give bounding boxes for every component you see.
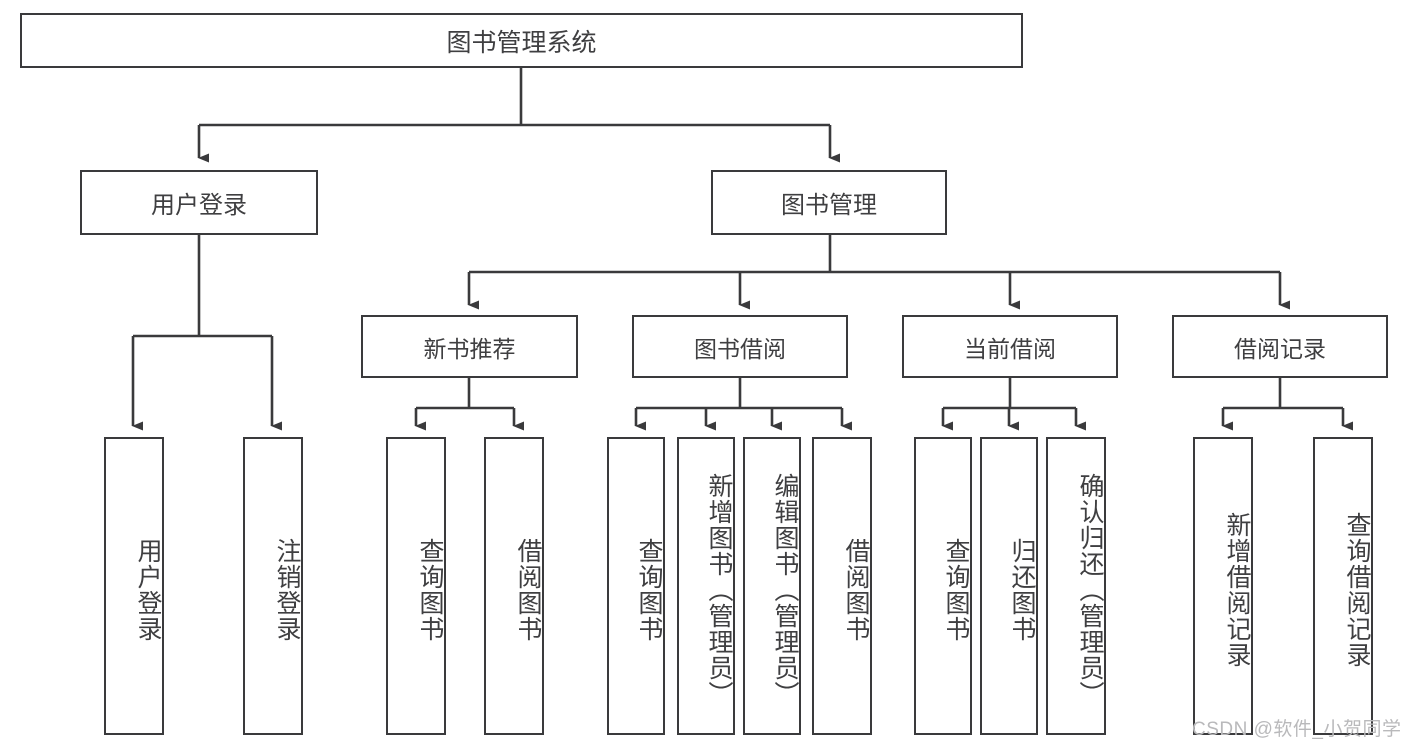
node-new-book-recommend[interactable]: 新书推荐: [361, 315, 578, 378]
node-leaf-edit-book[interactable]: 编辑图书（管理员）: [743, 437, 801, 735]
node-current-borrow[interactable]: 当前借阅: [902, 315, 1118, 378]
node-leaf-add-record[interactable]: 新增借阅记录: [1193, 437, 1253, 735]
node-leaf-query-book-3[interactable]: 查询图书: [914, 437, 972, 735]
node-leaf-borrow-book-1[interactable]: 借阅图书: [484, 437, 544, 735]
node-leaf-borrow-book-2[interactable]: 借阅图书: [812, 437, 872, 735]
node-borrow-record[interactable]: 借阅记录: [1172, 315, 1388, 378]
node-leaf-add-book[interactable]: 新增图书（管理员）: [677, 437, 735, 735]
node-leaf-query-book-2[interactable]: 查询图书: [607, 437, 665, 735]
node-root[interactable]: 图书管理系统: [20, 13, 1023, 68]
node-leaf-logout[interactable]: 注销登录: [243, 437, 303, 735]
node-leaf-query-record[interactable]: 查询借阅记录: [1313, 437, 1373, 735]
node-user-login[interactable]: 用户登录: [80, 170, 318, 235]
node-leaf-user-login[interactable]: 用户登录: [104, 437, 164, 735]
csdn-watermark: CSDN @软件_小贺同学: [1192, 719, 1402, 740]
node-leaf-confirm-return[interactable]: 确认归还（管理员）: [1046, 437, 1106, 735]
node-book-borrow[interactable]: 图书借阅: [632, 315, 848, 378]
node-leaf-return-book[interactable]: 归还图书: [980, 437, 1038, 735]
node-book-manage[interactable]: 图书管理: [711, 170, 947, 235]
node-leaf-query-book-1[interactable]: 查询图书: [386, 437, 446, 735]
